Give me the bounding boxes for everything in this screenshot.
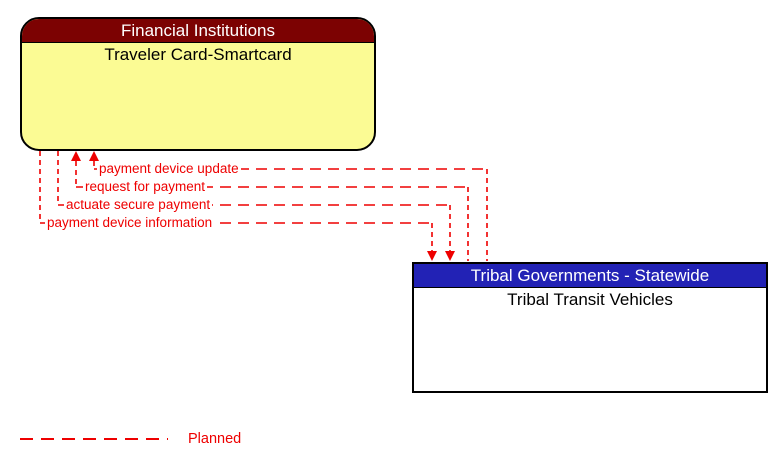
tribal-transit-vehicles-title: Tribal Transit Vehicles	[507, 290, 673, 309]
tribal-governments-box[interactable]: Tribal Governments - Statewide Tribal Tr…	[412, 262, 768, 393]
financial-institutions-header: Financial Institutions	[22, 19, 374, 43]
flow-label-payment-device-update[interactable]: payment device update	[97, 161, 241, 177]
flow-label-actuate-secure-payment[interactable]: actuate secure payment	[64, 197, 213, 213]
arrowhead-up-icon	[89, 151, 99, 161]
arrowhead-down-icon	[427, 251, 437, 261]
flow-label-request-for-payment[interactable]: request for payment	[83, 179, 208, 195]
flow-label-payment-device-information[interactable]: payment device information	[45, 215, 215, 231]
traveler-card-smartcard-title: Traveler Card-Smartcard	[104, 45, 292, 64]
financial-institutions-box[interactable]: Financial Institutions Traveler Card-Sma…	[20, 17, 376, 151]
tribal-governments-header: Tribal Governments - Statewide	[414, 264, 766, 288]
legend-planned-label: Planned	[188, 431, 242, 447]
arrowhead-up-icon	[71, 151, 81, 161]
arrowhead-down-icon	[445, 251, 455, 261]
